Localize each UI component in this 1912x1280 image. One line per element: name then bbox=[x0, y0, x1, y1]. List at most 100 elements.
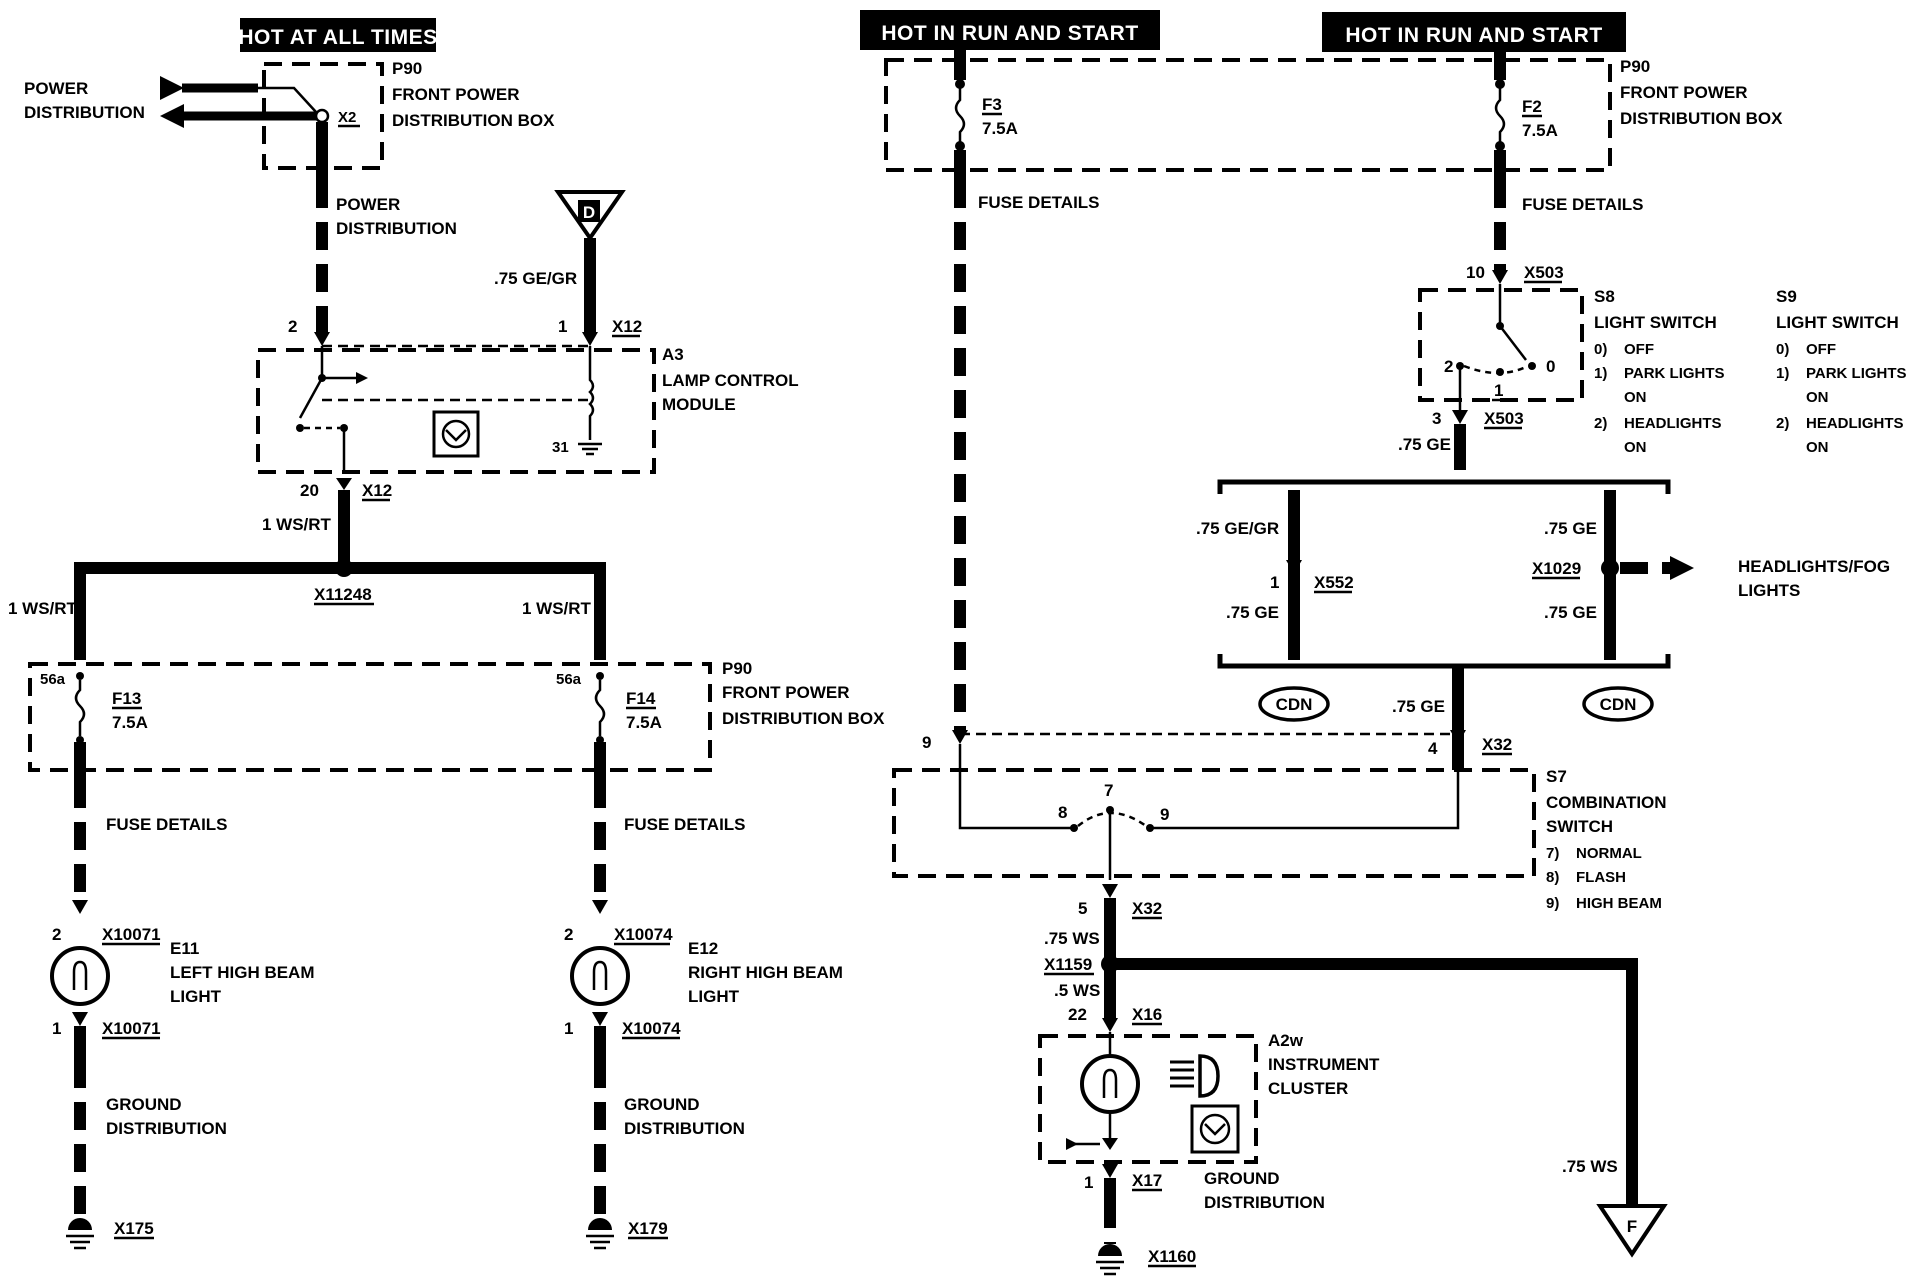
power-distribution-wire-label-1: POWER bbox=[336, 195, 400, 214]
a2w-pin-22: 22 bbox=[1068, 1005, 1087, 1024]
ground-x1160: X1160 bbox=[1148, 1247, 1196, 1266]
s8-o0: 0) bbox=[1594, 341, 1607, 358]
wire-05ws: .5 WS bbox=[1054, 981, 1100, 1000]
d-wire-label: .75 GE/GR bbox=[494, 269, 577, 288]
cdn-badge-left: CDN bbox=[1258, 686, 1330, 722]
e12-id: E12 bbox=[688, 939, 718, 958]
s7-pos-7: 7 bbox=[1104, 781, 1113, 800]
d-connector-symbol: D bbox=[554, 190, 626, 242]
e11-conn-bot: X10071 bbox=[102, 1019, 161, 1038]
s9-o0t: OFF bbox=[1806, 341, 1836, 358]
s7-id: S7 bbox=[1546, 767, 1567, 786]
x552-pin: 1 bbox=[1270, 573, 1279, 592]
ground-x179: X179 bbox=[628, 1219, 668, 1238]
p90-right-line2: DISTRIBUTION BOX bbox=[1620, 109, 1783, 128]
e11-conn-top: X10071 bbox=[102, 925, 161, 944]
a2w-ground-line1: GROUND bbox=[1204, 1169, 1280, 1188]
s7-pin-5: 5 bbox=[1078, 899, 1087, 918]
pin-56a-right: 56a bbox=[556, 671, 582, 688]
s8-o2: 2) bbox=[1594, 415, 1607, 432]
s8-title: LIGHT SWITCH bbox=[1594, 313, 1717, 332]
a2w-line2: CLUSTER bbox=[1268, 1079, 1348, 1098]
e12-pin-bot: 1 bbox=[564, 1019, 573, 1038]
s7-o7t: NORMAL bbox=[1576, 845, 1642, 862]
electronic-module-icon bbox=[432, 410, 480, 458]
fuse-f3 bbox=[954, 50, 966, 151]
f2-id: F2 bbox=[1522, 97, 1542, 116]
banner-hot-run-start-1: HOT IN RUN AND START bbox=[860, 10, 1160, 50]
banner-hot-run-start-2: HOT IN RUN AND START bbox=[1322, 12, 1626, 52]
s7-line2: SWITCH bbox=[1546, 817, 1613, 836]
wire-075ge-e: .75 GE bbox=[1392, 697, 1445, 716]
pin-56a-left: 56a bbox=[40, 671, 66, 688]
p90-right-id: P90 bbox=[1620, 57, 1650, 76]
a3-pin-2: 2 bbox=[288, 317, 297, 336]
fuse-f13 bbox=[74, 672, 86, 744]
wire-075ws: .75 WS bbox=[1044, 929, 1100, 948]
banner-hot-at-all-times-text: HOT AT ALL TIMES bbox=[238, 26, 437, 49]
s8-x503-bot: X503 bbox=[1484, 409, 1524, 428]
s7-pin-9: 9 bbox=[922, 733, 931, 752]
s7-o7: 7) bbox=[1546, 845, 1559, 862]
s9-o1t2: ON bbox=[1806, 389, 1829, 406]
e11-line1: LEFT HIGH BEAM bbox=[170, 963, 315, 982]
s7-pos-9: 9 bbox=[1160, 805, 1169, 824]
fuse-details-f2: FUSE DETAILS bbox=[1522, 195, 1644, 214]
cdn-left-text: CDN bbox=[1276, 695, 1313, 714]
f3-id: F3 bbox=[982, 95, 1002, 114]
s9-id: S9 bbox=[1776, 287, 1797, 306]
f-symbol-text: F bbox=[1627, 1217, 1637, 1236]
ground-x1160-icon bbox=[1096, 1244, 1124, 1276]
right-high-beam-lamp-icon bbox=[570, 946, 630, 1006]
wire-075gegr: .75 GE/GR bbox=[1196, 519, 1279, 538]
p90-top-line1: FRONT POWER bbox=[392, 85, 520, 104]
ground-right-line2: DISTRIBUTION bbox=[624, 1119, 745, 1138]
e11-pin-bot: 1 bbox=[52, 1019, 61, 1038]
s7-line1: COMBINATION bbox=[1546, 793, 1667, 812]
ground-left-line1: GROUND bbox=[106, 1095, 182, 1114]
fuse-details-right: FUSE DETAILS bbox=[624, 815, 746, 834]
p90-mid-id: P90 bbox=[722, 659, 752, 678]
left-high-beam-lamp-icon bbox=[50, 946, 110, 1006]
e11-line2: LIGHT bbox=[170, 987, 222, 1006]
wire-1ws-rt-left: 1 WS/RT bbox=[8, 599, 78, 618]
high-beam-indicator-icon bbox=[1170, 1054, 1220, 1098]
ground-x179-icon bbox=[586, 1218, 614, 1250]
a3-pin-1: 1 bbox=[558, 317, 567, 336]
a2w-x16: X16 bbox=[1132, 1005, 1162, 1024]
ground-left-line2: DISTRIBUTION bbox=[106, 1119, 227, 1138]
e12-conn-bot: X10074 bbox=[622, 1019, 681, 1038]
e12-pin-top: 2 bbox=[564, 925, 573, 944]
e12-line2: LIGHT bbox=[688, 987, 740, 1006]
s7-o8t: FLASH bbox=[1576, 869, 1626, 886]
x552: X552 bbox=[1314, 573, 1354, 592]
p90-mid-line1: FRONT POWER bbox=[722, 683, 850, 702]
banner-hot-run-start-1-text: HOT IN RUN AND START bbox=[881, 22, 1138, 45]
wire-075ge-b: .75 GE bbox=[1226, 603, 1279, 622]
s8-o0t: OFF bbox=[1624, 341, 1654, 358]
headlights-fog-line2: LIGHTS bbox=[1738, 581, 1800, 600]
p90-mid-box bbox=[28, 662, 712, 772]
a3-line1: LAMP CONTROL bbox=[662, 371, 799, 390]
power-distribution-wire-label-2: DISTRIBUTION bbox=[336, 219, 457, 238]
s7-o8: 8) bbox=[1546, 869, 1559, 886]
wire-1ws-rt-right: 1 WS/RT bbox=[522, 599, 592, 618]
s8-o2t2: ON bbox=[1624, 439, 1647, 456]
cdn-badge-right: CDN bbox=[1582, 686, 1654, 722]
s9-o2t2: ON bbox=[1806, 439, 1829, 456]
s7-x32-bot: X32 bbox=[1132, 899, 1162, 918]
s8-pin-3: 3 bbox=[1432, 409, 1441, 428]
a2w-x17: X17 bbox=[1132, 1171, 1162, 1190]
f-connector-symbol: F bbox=[1596, 1204, 1668, 1258]
fuse-f2 bbox=[1494, 52, 1506, 151]
s8-pos-0: 0 bbox=[1546, 357, 1555, 376]
power-distribution-arrows bbox=[160, 76, 330, 128]
power-distribution-label-2: DISTRIBUTION bbox=[24, 103, 145, 122]
p90-right-box bbox=[884, 58, 1612, 172]
ground-right-line1: GROUND bbox=[624, 1095, 700, 1114]
f3-rating: 7.5A bbox=[982, 119, 1018, 138]
d-symbol-text: D bbox=[583, 203, 595, 222]
s7-o9t: HIGH BEAM bbox=[1576, 895, 1662, 912]
s7-x32-top: X32 bbox=[1482, 735, 1512, 754]
s9-o2: 2) bbox=[1776, 415, 1789, 432]
